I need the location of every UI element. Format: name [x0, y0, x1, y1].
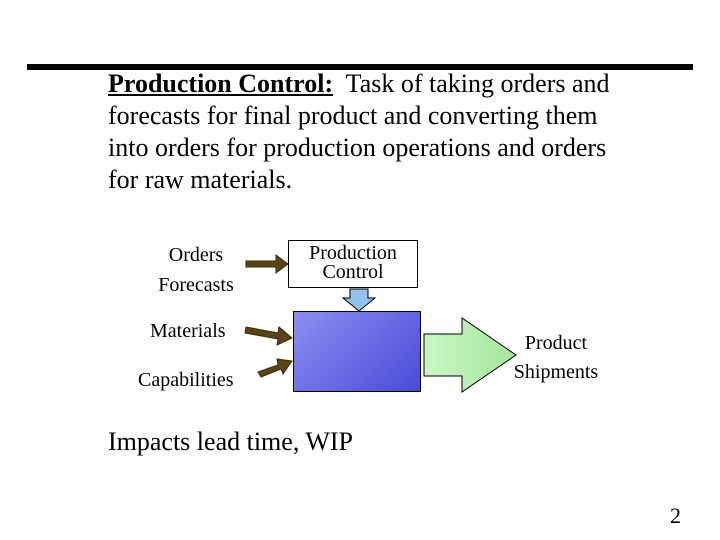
forecasts-label: Forecasts: [158, 274, 234, 296]
definition-term: Production Control:: [108, 69, 334, 98]
title-rule: [27, 64, 693, 70]
capabilities-label: Capabilities: [138, 369, 234, 391]
production-process-block: [293, 311, 421, 392]
definition-text: Production Control: Task of taking order…: [108, 68, 628, 196]
impacts-text: Impacts lead time, WIP: [108, 427, 354, 456]
production-control-line-2: Control: [322, 261, 384, 283]
product-shipments-arrow: [423, 317, 517, 393]
shipments-label: Shipments: [513, 361, 599, 383]
product-label: Product: [524, 332, 588, 354]
orders-forecasts-arrow: [245, 254, 289, 274]
control-arrow: [341, 288, 377, 312]
product-shipments-label: Product Shipments: [504, 332, 608, 383]
orders-label: Orders: [168, 244, 224, 266]
definition-body: Task of taking orders and forecasts for …: [108, 69, 610, 194]
materials-arrow: [244, 326, 293, 346]
page-number: 2: [670, 503, 681, 528]
capabilities-arrow: [257, 358, 293, 378]
orders-forecasts-label: Orders Forecasts: [148, 244, 244, 296]
production-control-box: Production Control: [288, 240, 418, 288]
materials-label: Materials: [150, 320, 226, 342]
production-control-line-1: Production: [309, 242, 397, 264]
